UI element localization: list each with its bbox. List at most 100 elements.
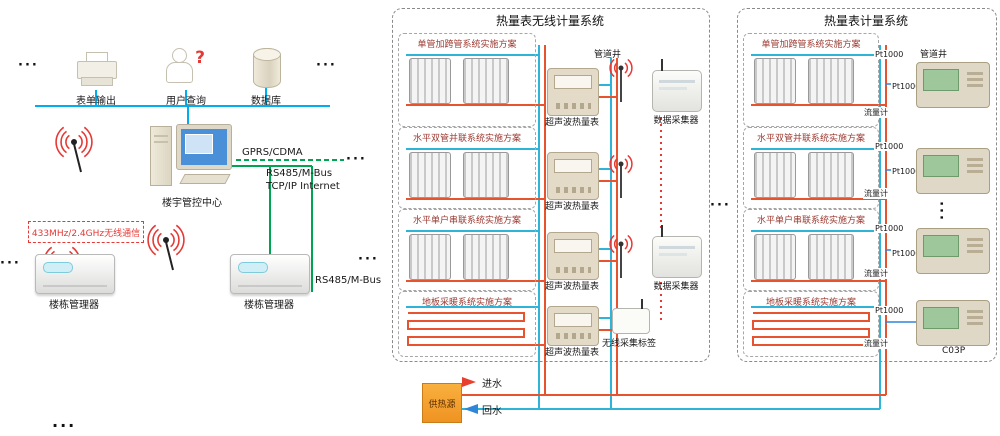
- c03p-calculator-device: [916, 62, 990, 108]
- inlet-arrow: [462, 377, 476, 387]
- collector-face: [659, 80, 695, 83]
- ultrasonic-heat-meter: [547, 68, 599, 116]
- radio-signal-icon: [55, 126, 93, 173]
- question-mark: ?: [195, 48, 205, 68]
- c03p-label: C03P: [942, 346, 966, 356]
- data-collector-device: [652, 59, 702, 112]
- inlet-label: 进水: [482, 379, 502, 390]
- heat-source-box: 供热源: [422, 383, 462, 423]
- scheme-label: 水平双管并联系统实施方案: [756, 134, 865, 144]
- radiator: [808, 152, 854, 198]
- c03p-keys: [967, 237, 983, 253]
- database-label: 数据库: [251, 96, 281, 107]
- scheme-label: 水平双管并联系统实施方案: [412, 134, 521, 144]
- user-query-label: 用户查询: [166, 96, 206, 107]
- form-output-label: 表单输出: [76, 96, 116, 107]
- scheme-label: 水平单户串联系统实施方案: [756, 216, 865, 226]
- ultrasonic-heat-meter: [547, 232, 599, 280]
- pt1000-label: Pt1000: [874, 306, 905, 315]
- pt1000-label: Pt1000: [891, 167, 922, 176]
- meter-buttons: [556, 187, 591, 193]
- computer-tower: [150, 126, 172, 186]
- collector-face: [659, 253, 687, 256]
- c03p-calculator-device: [916, 300, 990, 346]
- radiator: [463, 152, 509, 198]
- database-icon: [253, 48, 281, 88]
- control-center-label: 楼宇管控中心: [162, 198, 222, 209]
- pt1000-label: Pt1000: [874, 50, 905, 59]
- outlet-label: 回水: [482, 406, 502, 417]
- data-collector-label: 数据采集器: [653, 116, 699, 126]
- meter-display: [554, 313, 592, 327]
- ellipsis: ···: [316, 58, 337, 73]
- rs485-mbus-bottom-label: RS485/M-Bus: [315, 275, 382, 286]
- radiator: [754, 152, 796, 198]
- collector-face: [659, 87, 687, 90]
- radiator: [754, 58, 796, 104]
- radiator: [409, 152, 451, 198]
- user-head: [172, 48, 187, 63]
- wireless-band-box: 433MHz/2.4GHz无线通信: [28, 221, 144, 243]
- gprs-cdma-label: GPRS/CDMA: [242, 147, 303, 158]
- ellipsis: ···: [358, 252, 379, 267]
- manager-slot: [43, 285, 107, 287]
- wired-system-box: [737, 8, 997, 362]
- monitor-window: [185, 134, 213, 154]
- meter-display: [554, 239, 592, 253]
- radiator: [808, 234, 854, 280]
- scheme-label: 单管加跨管系统实施方案: [417, 40, 517, 50]
- ellipsis: ···: [710, 198, 731, 213]
- manager-logo: [43, 262, 73, 273]
- heat-meter-label: 超声波热量表: [544, 348, 599, 358]
- flow-meter-label: 流量计: [863, 188, 889, 199]
- pt1000-label: Pt1000: [874, 224, 905, 233]
- user-query-icon: ?: [163, 46, 205, 86]
- manager-logo: [238, 262, 268, 273]
- c03p-calculator-device: [916, 148, 990, 194]
- wireless-band-label: 433MHz/2.4GHz无线通信: [31, 228, 141, 239]
- pipe-shaft-label: 管道井: [594, 50, 622, 60]
- data-collector-device: [652, 225, 702, 278]
- building-manager-label-left: 楼栋管理器: [49, 300, 99, 311]
- scheme-box-single-household-series: 水平单户串联系统实施方案: [743, 209, 879, 291]
- manager-slot: [238, 285, 302, 287]
- meter-buttons: [556, 267, 591, 273]
- tcpip-internet-label: TCP/IP Internet: [266, 181, 340, 192]
- collector-antenna: [661, 59, 663, 71]
- ellipsis: ···: [346, 152, 367, 167]
- radiator: [754, 234, 796, 280]
- computer-keyboard: [179, 174, 231, 184]
- flow-meter-label: 流量计: [863, 107, 889, 118]
- radio-signal-icon: [147, 224, 185, 271]
- ellipsis: ···: [18, 58, 39, 73]
- meter-buttons: [556, 103, 591, 109]
- scheme-box-floor-heating: 地板采暖系统实施方案: [743, 291, 879, 357]
- scheme-box-floor-heating: 地板采暖系统实施方案: [398, 291, 536, 357]
- heat-meter-label: 超声波热量表: [544, 282, 599, 292]
- ultrasonic-heat-meter: [547, 306, 599, 346]
- scheme-label: 水平单户串联系统实施方案: [412, 216, 521, 226]
- heat-source-label: 供热源: [428, 399, 456, 410]
- flow-meter-label: 流量计: [863, 338, 889, 349]
- meter-display: [554, 159, 592, 173]
- heat-meter-label: 超声波热量表: [544, 118, 599, 128]
- wired-system-title: 热量表计量系统: [823, 14, 908, 28]
- computer-monitor: [176, 124, 232, 170]
- radiator: [808, 58, 854, 104]
- c03p-lcd: [923, 307, 959, 329]
- wireless-tag-device: [612, 299, 650, 334]
- scheme-label: 单管加跨管系统实施方案: [761, 40, 861, 50]
- c03p-calculator-device: [916, 228, 990, 274]
- ellipsis: ···: [0, 256, 21, 271]
- ellipsis: ···: [52, 416, 77, 435]
- tower-slot: [154, 135, 168, 137]
- flow-meter-label: 流量计: [863, 268, 889, 279]
- wireless-tag-label: 无线采集标签: [601, 339, 656, 349]
- pt1000-label: Pt1000: [891, 249, 922, 258]
- scheme-box-double-pipe-parallel: 水平双管并联系统实施方案: [743, 127, 879, 209]
- data-collector-label: 数据采集器: [653, 282, 699, 292]
- ultrasonic-heat-meter: [547, 152, 599, 200]
- printer-icon: [77, 52, 117, 86]
- radiator: [463, 234, 509, 280]
